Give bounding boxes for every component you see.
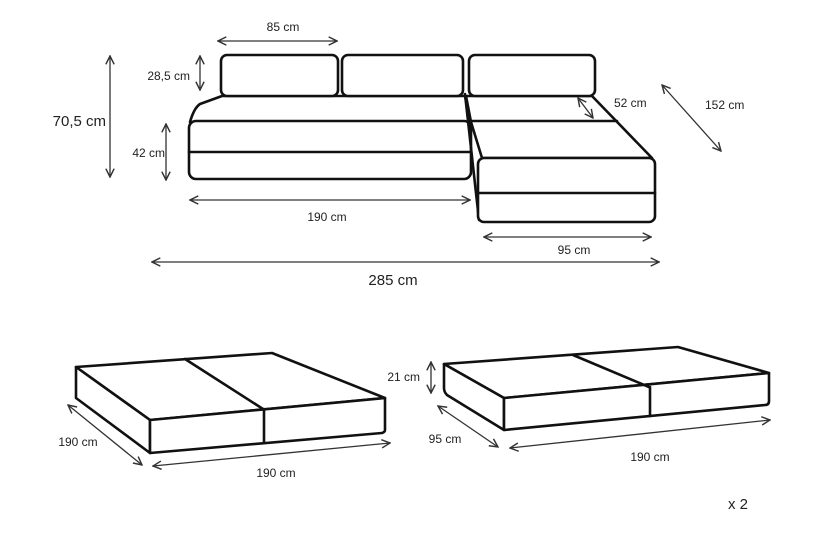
seat-depth-arrow (578, 98, 593, 118)
chaise-divider (463, 92, 481, 222)
quantity-label: x 2 (728, 496, 748, 513)
small-mattress-top-seam (571, 353, 651, 389)
back-cushion-1 (219, 53, 340, 98)
main-length-label: 190 cm (307, 210, 346, 224)
large-mattress-top-seam (183, 357, 265, 411)
small-length-label: 190 cm (630, 450, 669, 464)
small-length-arrow (510, 420, 770, 448)
large-length-label: 190 cm (256, 466, 295, 480)
small-depth-arrow (438, 406, 498, 447)
total-length-label: 285 cm (368, 272, 417, 289)
large-mattress (74, 351, 387, 455)
sofa-seat-top (188, 94, 472, 124)
large-depth-arrow (68, 405, 142, 465)
large-length-arrow (153, 443, 390, 466)
cushion-height-label: 28,5 cm (147, 69, 190, 83)
seat-depth-label: 52 cm (614, 96, 647, 110)
sofa-main-body (187, 119, 473, 181)
chaise-width-label: 95 cm (558, 243, 591, 257)
chaise-front-block (476, 156, 657, 224)
back-cushion-2 (340, 53, 465, 98)
sofa-dimensions: 85 cm 28,5 cm 70,5 cm 42 cm 190 cm 95 cm… (53, 20, 745, 289)
small-mattress-front-side (502, 371, 771, 432)
total-height-label: 70,5 cm (53, 113, 106, 130)
small-mattress (442, 345, 771, 432)
chaise-length-label: 152 cm (705, 98, 744, 112)
seat-height-label: 42 cm (132, 146, 165, 160)
chaise-length-arrow (662, 85, 721, 151)
corner-sofa (187, 53, 657, 224)
large-mattress-dimensions: 190 cm 190 cm (58, 405, 390, 480)
large-depth-label: 190 cm (58, 435, 97, 449)
back-cushion-3 (467, 53, 597, 98)
cushion-width-label: 85 cm (267, 20, 300, 34)
small-mattress-dimensions: 21 cm 95 cm 190 cm x 2 (387, 362, 770, 513)
small-depth-label: 95 cm (429, 432, 462, 446)
small-height-label: 21 cm (387, 370, 420, 384)
